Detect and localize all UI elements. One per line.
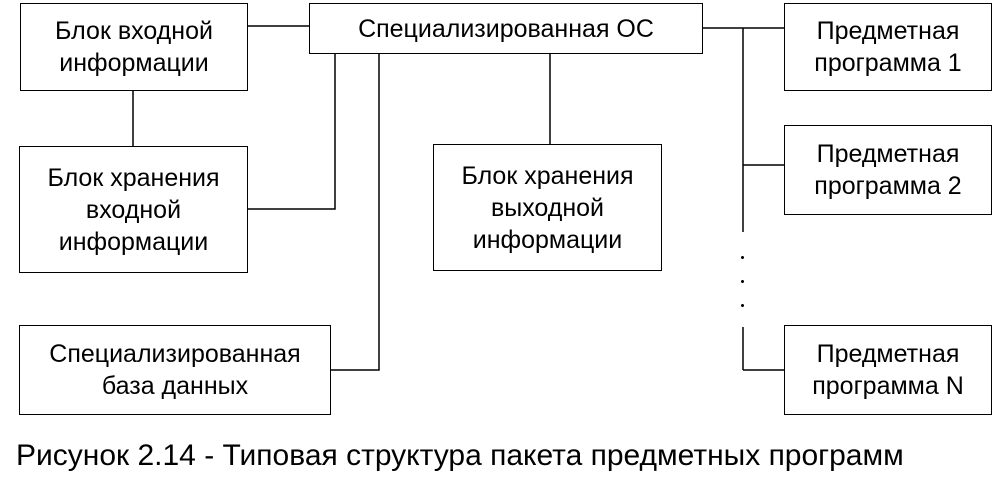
program-1-block: Предметная программа 1 — [784, 3, 992, 91]
box-label-line: программа N — [812, 372, 964, 400]
ellipsis-dot — [741, 304, 744, 307]
line-os-to-input-storage — [247, 53, 336, 210]
box-label-line: Специализированная ОС — [358, 14, 654, 43]
box-label-line: программа 1 — [814, 49, 962, 77]
box-label-line: Блок входной — [55, 17, 213, 45]
box-label-line: Блок хранения — [461, 161, 634, 190]
box-label-line: входной — [85, 195, 182, 224]
output-storage-block: Блок хранения выходной информации — [433, 144, 662, 271]
box-label-line: Предметная — [816, 340, 960, 368]
box-label-line: Предметная — [816, 140, 960, 168]
box-label-line: информации — [59, 49, 209, 77]
box-label-line: выходной — [490, 193, 605, 222]
box-label-line: информации — [472, 225, 623, 254]
figure-caption: Рисунок 2.14 - Типовая структура пакета … — [16, 439, 904, 472]
program-2-block: Предметная программа 2 — [784, 125, 992, 215]
box-label-line: информации — [58, 227, 209, 256]
ellipsis-dot — [741, 280, 744, 283]
box-label-line: программа 2 — [814, 172, 962, 200]
line-os-to-database — [330, 53, 380, 371]
specialized-database-block: Специализированная база данных — [19, 325, 331, 415]
box-label-line: база данных — [101, 372, 249, 400]
specialized-os-block: Специализированная ОС — [309, 3, 703, 54]
program-n-block: Предметная программа N — [784, 325, 992, 415]
input-info-block: Блок входной информации — [20, 3, 248, 91]
box-label-line: Специализированная — [49, 340, 301, 368]
input-storage-block: Блок хранения входной информации — [19, 146, 248, 273]
ellipsis-dot — [741, 256, 744, 259]
box-label-line: Предметная — [816, 17, 960, 45]
box-label-line: Блок хранения — [47, 163, 220, 192]
